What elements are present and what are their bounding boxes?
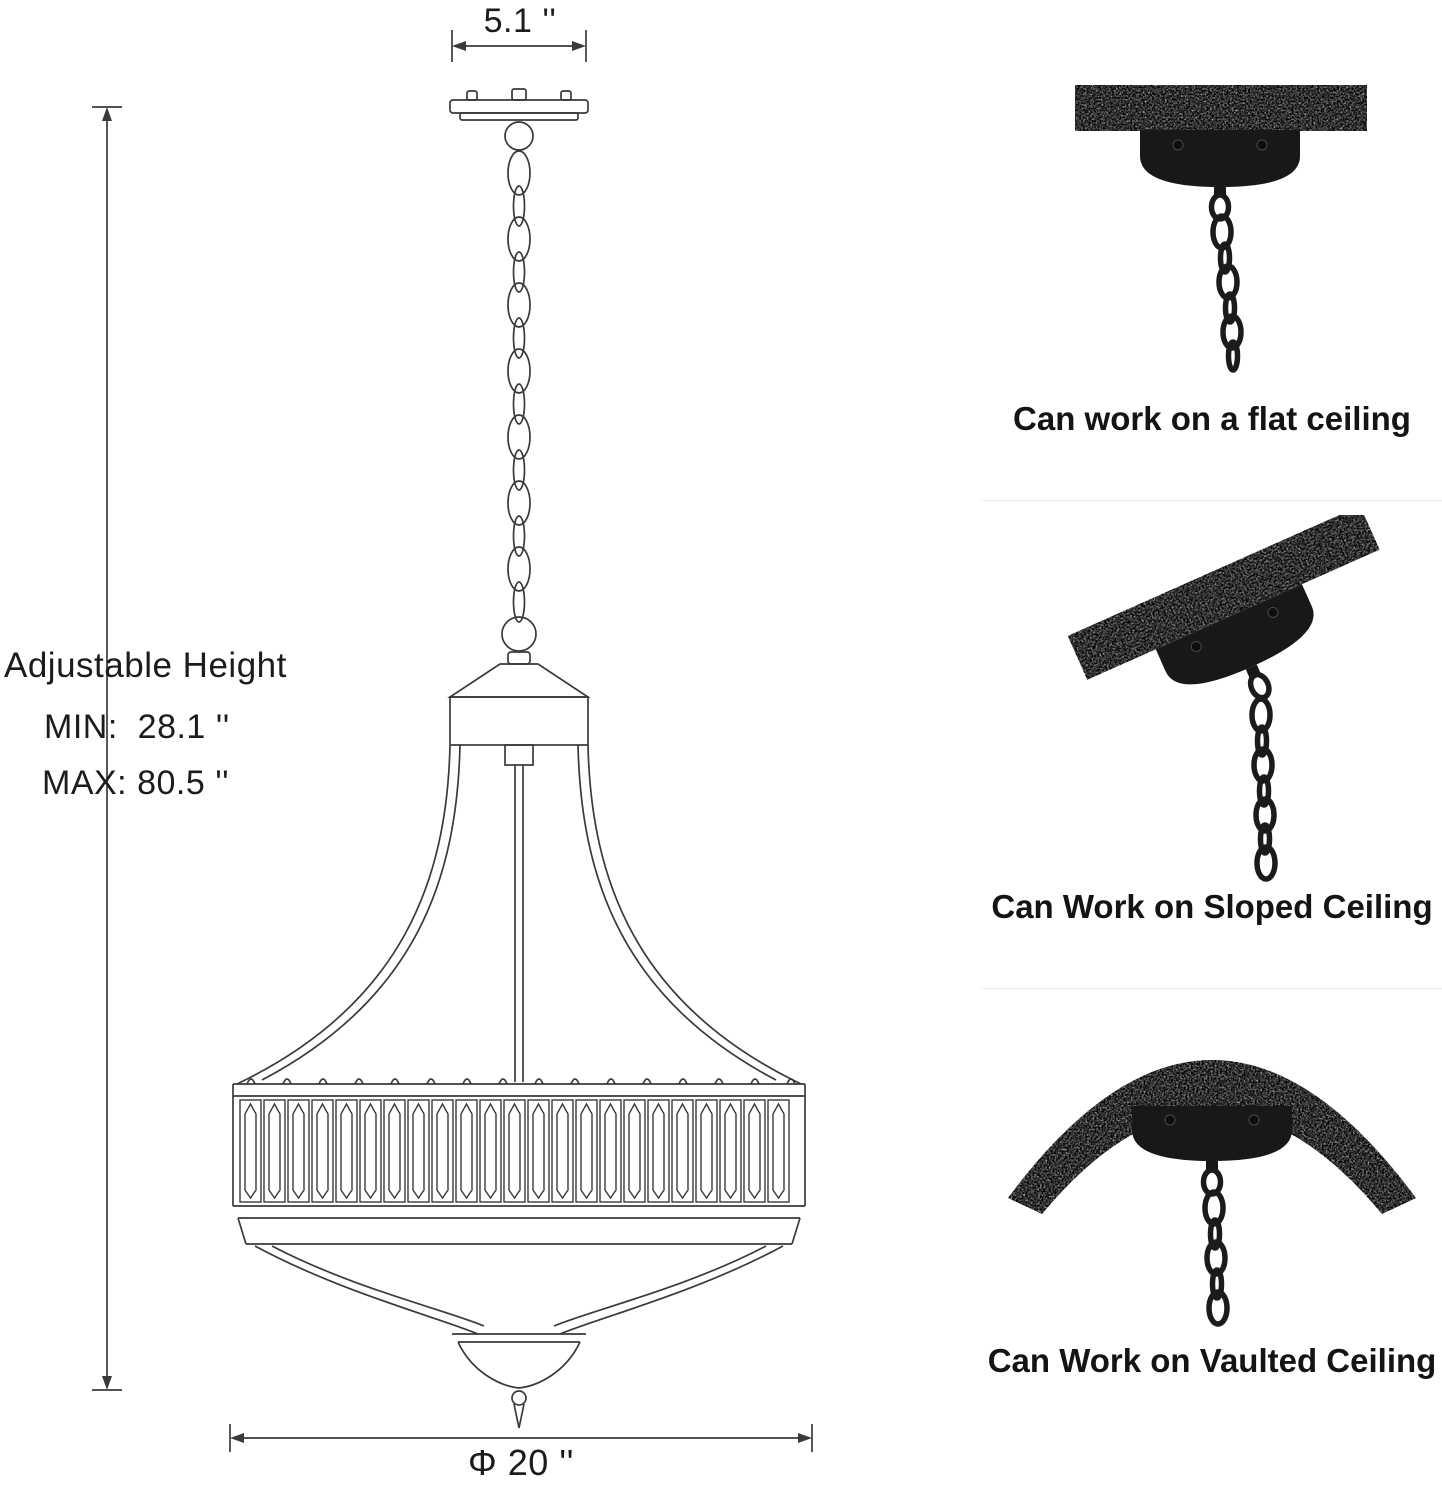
vaulted-ceiling-illustration — [1008, 1060, 1416, 1327]
bolt-icon — [1248, 1114, 1260, 1126]
upper-body — [236, 651, 802, 1085]
hanging-chain — [1200, 1167, 1230, 1327]
flat-ceiling-bar — [1075, 85, 1367, 131]
vaulted-ceiling-arc — [1008, 1060, 1416, 1214]
flat-ceiling-caption: Can work on a flat ceiling — [1013, 400, 1411, 437]
chandelier-line-drawing — [92, 30, 813, 1452]
bolt-icon — [1164, 1114, 1176, 1126]
canopy-disc — [1132, 1106, 1292, 1171]
bolt-icon — [1256, 139, 1268, 151]
mounting-options-column: Can work on a flat ceiling — [982, 0, 1442, 1500]
canopy-disc — [1155, 584, 1314, 701]
sloped-ceiling-bar — [1067, 515, 1380, 680]
hanging-chain — [1249, 696, 1278, 882]
canopy-disc — [1140, 130, 1300, 197]
chain — [501, 121, 537, 652]
height-dimension — [92, 106, 122, 1391]
flat-ceiling-illustration — [1075, 85, 1367, 373]
bolt-icon — [1172, 139, 1184, 151]
bolt-icon — [1190, 641, 1202, 653]
canopy — [449, 88, 589, 121]
sloped-ceiling-caption: Can Work on Sloped Ceiling — [991, 888, 1433, 925]
section-divider — [982, 988, 1442, 989]
sloped-ceiling-illustration — [1067, 515, 1380, 882]
vaulted-ceiling-caption: Can Work on Vaulted Ceiling — [987, 1342, 1437, 1379]
hanging-chain — [1208, 192, 1244, 373]
bolt-icon — [1267, 606, 1279, 618]
top-width-label: 5.1 '' — [483, 2, 557, 40]
diameter-dimension — [229, 1424, 813, 1452]
lower-body-finial — [254, 1245, 784, 1429]
min-height-label: MIN: 28.1 '' — [44, 708, 230, 746]
crystal-drum — [232, 1078, 806, 1245]
max-height-label: MAX: 80.5 '' — [42, 764, 230, 802]
top-width-dimension — [451, 30, 587, 62]
adjustable-height-title: Adjustable Height — [4, 646, 287, 685]
bottom-diameter-label: Φ 20 '' — [467, 1442, 574, 1483]
section-divider — [982, 500, 1442, 501]
